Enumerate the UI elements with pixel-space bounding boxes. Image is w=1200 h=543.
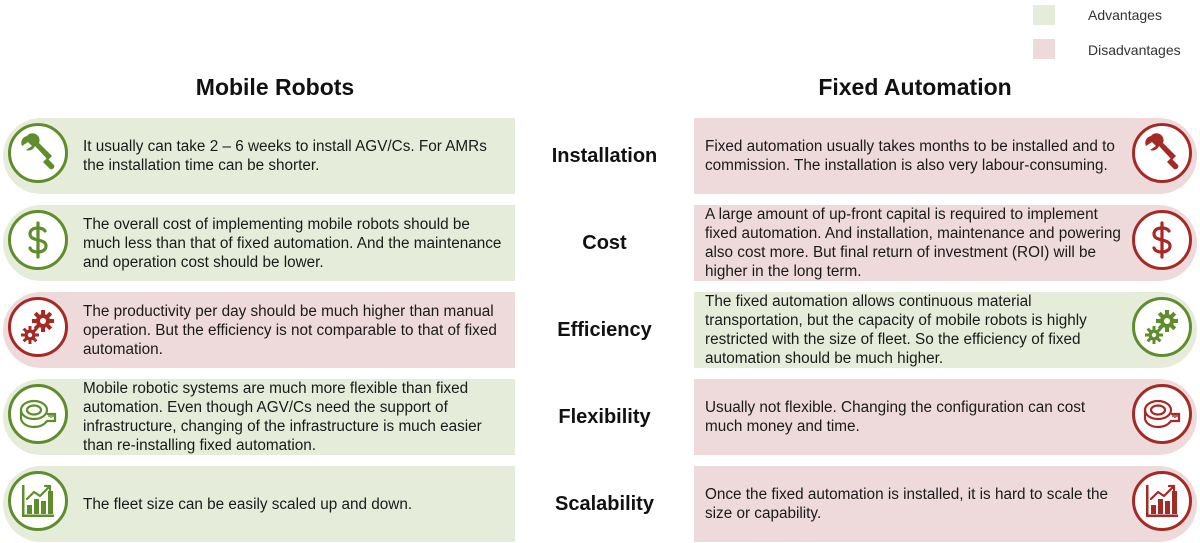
wrench-icon xyxy=(1132,123,1192,183)
left-column-title: Mobile Robots xyxy=(195,74,355,100)
criterion-scalability: Scalability xyxy=(555,492,654,515)
left-box-efficiency: The productivity per day should be much … xyxy=(3,292,515,368)
criterion-flexibility: Flexibility xyxy=(558,405,651,428)
right-box-text: The fixed automation allows continuous m… xyxy=(705,293,1087,367)
legend-swatch-disadvantages xyxy=(1033,39,1055,59)
right-box-installation: Fixed automation usually takes months to… xyxy=(694,118,1197,194)
left-box-text: The overall cost of implementing mobile … xyxy=(83,215,502,271)
right-column-title: Fixed Automation xyxy=(818,74,1012,100)
right-box-text: Fixed automation usually takes months to… xyxy=(705,138,1115,174)
dollar-icon xyxy=(8,210,68,270)
right-box-flexibility: Usually not flexible. Changing the confi… xyxy=(694,379,1197,455)
right-box-scalability: Once the fixed automation is installed, … xyxy=(694,466,1197,542)
right-box-cost: A large amount of up-front capital is re… xyxy=(694,205,1197,281)
left-box-text: Mobile robotic systems are much more fle… xyxy=(83,380,482,454)
left-box-text: The productivity per day should be much … xyxy=(83,302,497,358)
left-box-text: It usually can take 2 – 6 weeks to insta… xyxy=(83,138,487,174)
legend-label-disadvantages: Disadvantages xyxy=(1088,42,1181,58)
gears-icon xyxy=(8,297,68,357)
criterion-efficiency: Efficiency xyxy=(557,318,652,341)
tape-measure-icon xyxy=(1132,384,1192,444)
growth-chart-icon xyxy=(1132,471,1192,531)
left-box-installation: It usually can take 2 – 6 weeks to insta… xyxy=(3,118,515,194)
right-box-text: Once the fixed automation is installed, … xyxy=(705,486,1109,522)
dollar-icon xyxy=(1132,210,1192,270)
left-box-flexibility: Mobile robotic systems are much more fle… xyxy=(3,379,515,455)
right-box-efficiency: The fixed automation allows continuous m… xyxy=(694,292,1197,368)
tape-measure-icon xyxy=(8,384,68,444)
gears-icon xyxy=(1132,297,1192,357)
right-box-text: Usually not flexible. Changing the confi… xyxy=(705,399,1086,435)
criterion-cost: Cost xyxy=(582,231,627,254)
right-box-text: A large amount of up-front capital is re… xyxy=(705,206,1121,280)
left-box-scalability: The fleet size can be easily scaled up a… xyxy=(3,466,515,542)
left-box-cost: The overall cost of implementing mobile … xyxy=(3,205,515,281)
left-box-text: The fleet size can be easily scaled up a… xyxy=(83,495,413,513)
legend-swatch-advantages xyxy=(1033,5,1055,25)
growth-chart-icon xyxy=(8,471,68,531)
wrench-icon xyxy=(8,123,68,183)
legend-label-advantages: Advantages xyxy=(1088,7,1162,23)
criterion-installation: Installation xyxy=(551,144,658,167)
